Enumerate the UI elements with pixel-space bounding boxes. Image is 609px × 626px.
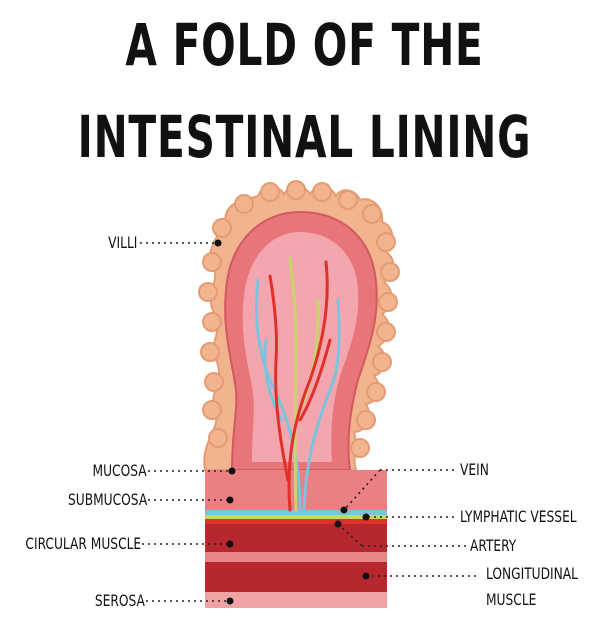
artery-stripe bbox=[205, 519, 387, 524]
serosa-layer bbox=[205, 592, 387, 608]
artery-branch bbox=[298, 338, 332, 422]
circular-muscle-layer bbox=[205, 524, 387, 552]
vein-stripe bbox=[205, 510, 387, 515]
label-vein: VEIN bbox=[460, 460, 489, 479]
leader-dots bbox=[214, 239, 370, 605]
label-longitudinal-muscle-line1: LONGITUDINAL bbox=[486, 564, 578, 583]
title-line-2: INTESTINAL LINING bbox=[77, 103, 532, 171]
label-villi: VILLI bbox=[107, 233, 137, 252]
artery-branch bbox=[268, 274, 290, 482]
longitudinal-muscle-layer bbox=[205, 562, 387, 592]
label-submucosa: SUBMUCOSA bbox=[67, 490, 147, 509]
label-lymphatic-vessel: LYMPHATIC VESSEL bbox=[460, 507, 577, 526]
muscle-divider bbox=[205, 552, 387, 562]
label-serosa: SEROSA bbox=[94, 591, 145, 610]
label-longitudinal-muscle-line2: MUSCLE bbox=[486, 590, 537, 609]
label-mucosa: MUCOSA bbox=[92, 461, 147, 480]
vein-branch bbox=[255, 278, 302, 512]
vein-branch bbox=[302, 298, 341, 512]
lymph-stripe bbox=[205, 515, 387, 519]
label-artery: ARTERY bbox=[470, 536, 517, 555]
villi-bumps bbox=[198, 180, 400, 458]
lymph-branch bbox=[288, 256, 298, 512]
artery-branch bbox=[287, 260, 329, 512]
leader-lines bbox=[140, 242, 480, 602]
label-circular-muscle: CIRCULAR MUSCLE bbox=[25, 534, 141, 553]
title-line-1: A FOLD OF THE bbox=[125, 11, 484, 79]
vessels bbox=[255, 256, 341, 512]
